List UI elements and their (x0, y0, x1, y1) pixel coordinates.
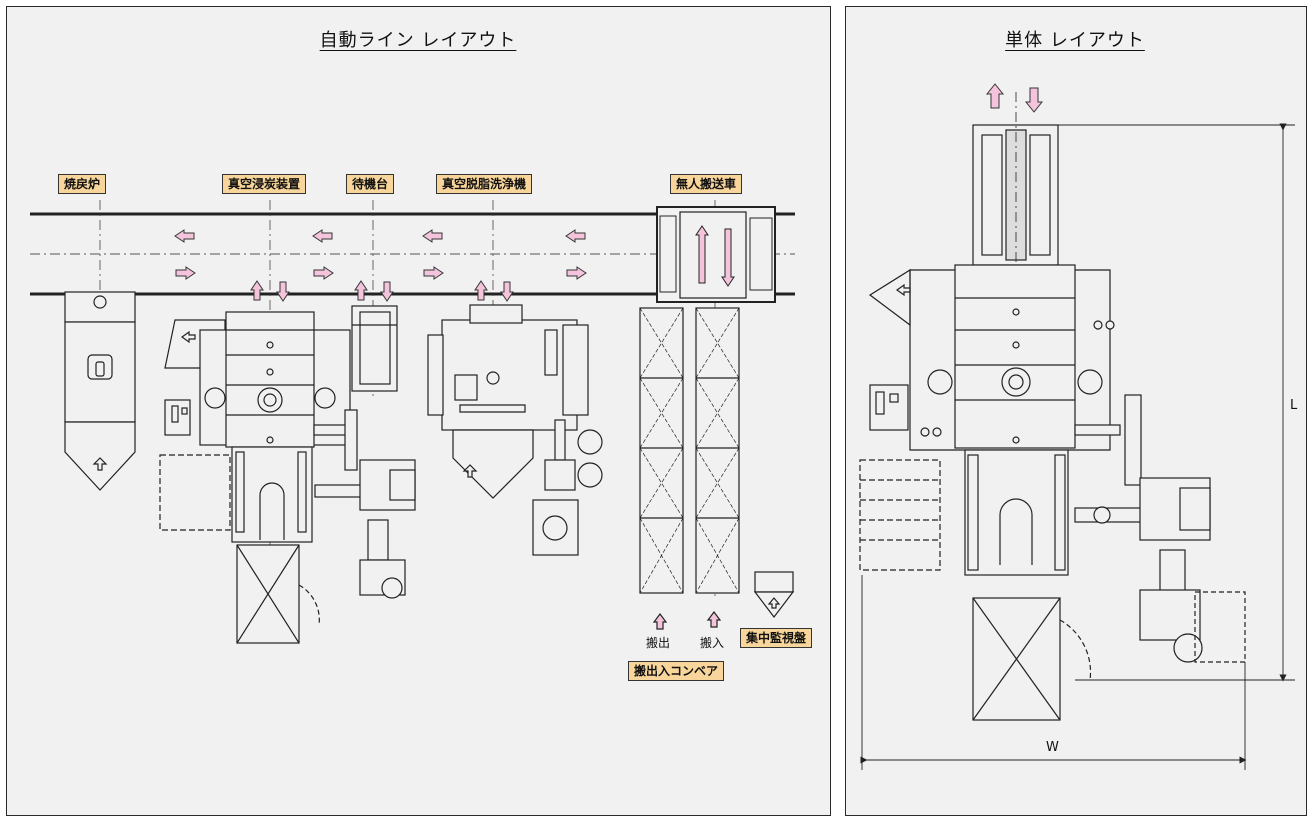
single-unit-title: 単体 レイアウト (1005, 30, 1145, 51)
dimension-lines (860, 123, 1295, 770)
label-carry-out: 搬出 (646, 636, 671, 650)
agv-unit (656, 206, 776, 303)
standby-stand (351, 305, 398, 392)
label-vacuum-washer: 真空脱脂洗浄機 (436, 174, 533, 194)
tempering-furnace (64, 291, 136, 491)
label-monitoring-panel: 集中監視盤 (740, 628, 813, 648)
label-carry-in: 搬入 (700, 636, 725, 650)
vacuum-carburizing-unit (159, 311, 416, 644)
vacuum-degreasing-washer (427, 304, 603, 556)
label-conveyor: 搬出入コンベア (628, 661, 725, 681)
center-lines (99, 200, 716, 600)
label-agv: 無人搬送車 (670, 174, 743, 194)
in-out-conveyor (639, 307, 740, 630)
dimension-length-label: L (1290, 398, 1298, 413)
rail-direction-arrows (174, 229, 587, 280)
monitoring-panel-shape (753, 571, 795, 618)
label-tempering-furnace: 焼戻炉 (58, 174, 107, 194)
automatic-line-layout-panel (6, 6, 831, 816)
entry-arrows (250, 280, 514, 302)
label-standby-stand: 待機台 (346, 174, 395, 194)
dimension-width-label: W (1046, 740, 1059, 755)
single-unit-layout-panel (845, 6, 1307, 816)
single-unit-machine (859, 92, 1246, 721)
automatic-line-title: 自動ライン レイアウト (319, 30, 517, 51)
single-unit-arrows (985, 83, 1044, 113)
label-vacuum-carburizing: 真空浸炭装置 (222, 174, 307, 194)
